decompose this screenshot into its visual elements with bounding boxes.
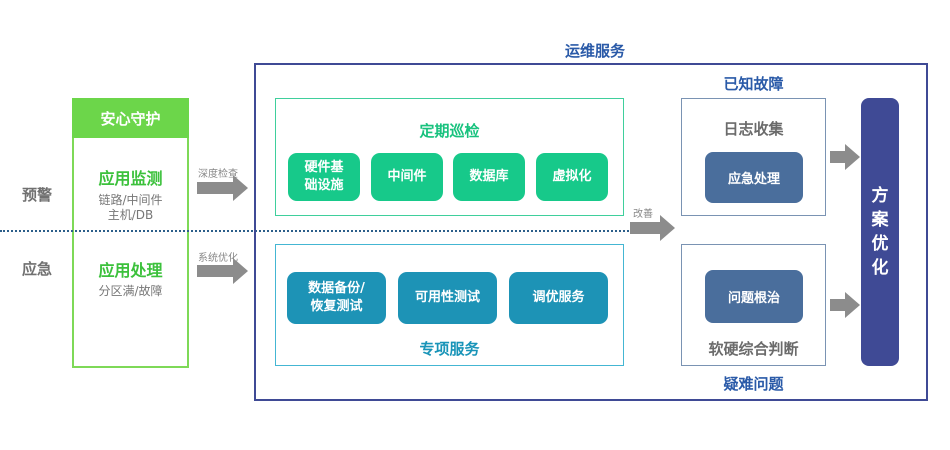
arrow-right-icon [197,175,248,201]
log-collection-title: 日志收集 [723,120,784,138]
inspection-title: 定期巡检 [419,122,480,140]
inspection-frame [275,98,624,216]
special-item-availability[interactable]: 可用性测试 [398,272,497,324]
arrow-right-icon [630,215,675,241]
item-line1: 数据备份/ [308,281,365,296]
arrow-right-icon [830,292,860,318]
system-opt-label: 系统优化 [198,253,238,264]
item-label: 中间件 [387,169,427,184]
combined-judgement-title: 软硬综合判断 [708,340,799,358]
handle-title: 应用处理 [98,261,163,280]
guard-header: 安心守护 [72,98,189,138]
item-line1: 硬件基 [304,160,344,175]
difficult-frame [681,244,826,366]
plan-char: 方 [871,186,889,206]
known-fault-title: 已知故障 [723,75,784,93]
inspection-item-virtualization[interactable]: 虚拟化 [536,153,608,201]
item-label: 数据库 [469,169,509,184]
item-label: 虚拟化 [552,169,592,184]
emergency-label: 应急 [22,260,53,278]
guard-panel [72,98,189,368]
item-label: 调优服务 [532,290,585,305]
difficult-title: 疑难问题 [723,375,784,393]
inspection-item-database[interactable]: 数据库 [453,153,525,201]
warning-label: 预警 [22,186,53,204]
plan-optimization-bar[interactable]: 方 案 优 化 [861,98,899,366]
improve-label: 改善 [633,209,653,220]
special-title: 专项服务 [419,340,480,358]
monitor-line1: 链路/中间件 [98,193,163,207]
special-frame [275,244,624,366]
ops-frame [254,63,928,401]
arrow-right-icon [830,144,860,170]
inspection-item-middleware[interactable]: 中间件 [371,153,443,201]
inspection-item-hardware[interactable]: 硬件基 础设施 [288,153,360,201]
handle-line1: 分区满/故障 [98,284,163,298]
monitor-line2: 主机/DB [107,208,154,222]
special-item-backup[interactable]: 数据备份/ 恢复测试 [287,272,386,324]
separator-line [0,230,632,232]
ops-title: 运维服务 [564,42,625,60]
emergency-handling-button[interactable]: 应急处理 [705,152,803,203]
item-label: 可用性测试 [414,290,480,305]
special-item-tuning[interactable]: 调优服务 [509,272,608,324]
item-line2: 础设施 [304,178,344,193]
known-fault-frame [681,98,826,216]
item-line2: 恢复测试 [310,299,363,314]
deep-check-label: 深度检查 [198,169,238,180]
plan-char: 优 [871,234,889,254]
monitor-title: 应用监测 [98,169,163,188]
plan-char: 案 [871,210,889,230]
root-cause-button[interactable]: 问题根治 [705,270,803,323]
plan-char: 化 [871,258,889,278]
arrow-right-icon [197,258,248,284]
